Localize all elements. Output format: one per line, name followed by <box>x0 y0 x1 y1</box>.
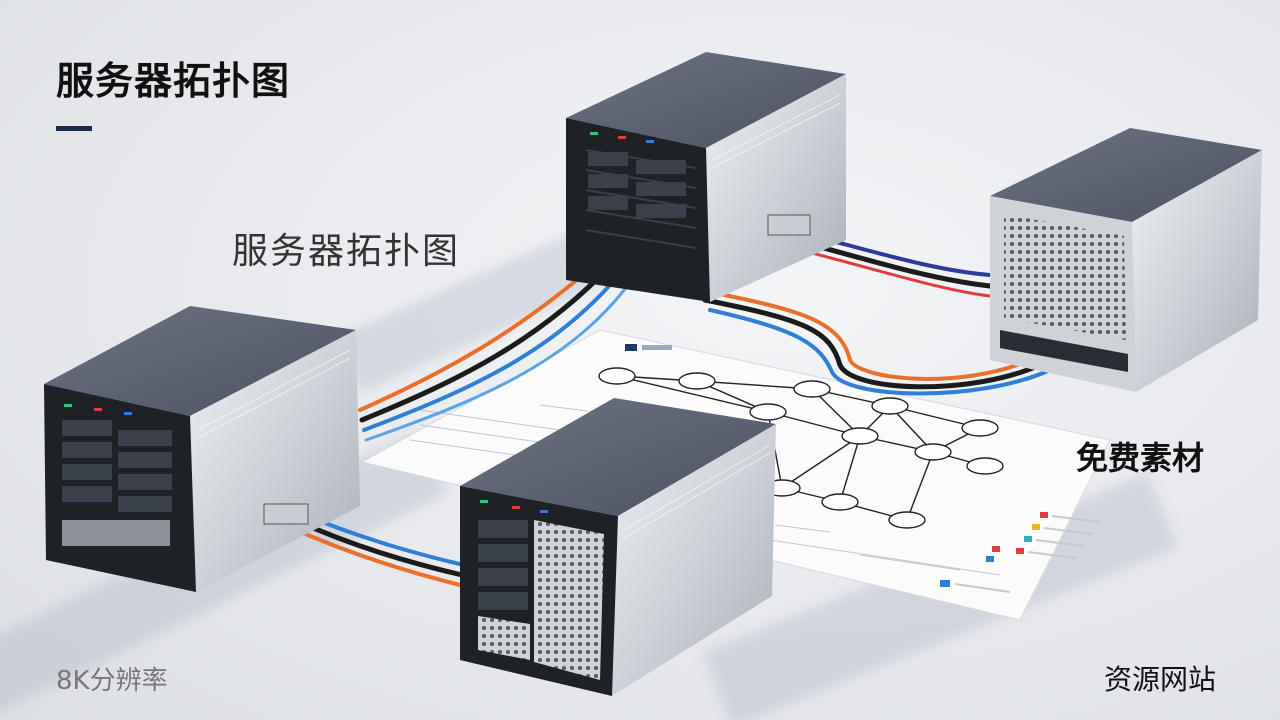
resource-site-label: 资源网站 <box>1104 663 1217 696</box>
page-title: 服务器拓扑图 <box>56 59 291 103</box>
server-right <box>990 128 1262 392</box>
free-material-label: 免费素材 <box>1076 439 1205 477</box>
server-left <box>44 306 360 592</box>
document-legend <box>940 512 1101 593</box>
title-accent-bar <box>56 126 92 131</box>
server-bottom-center <box>460 398 776 696</box>
subtitle: 服务器拓扑图 <box>232 231 461 272</box>
resolution-label: 8K分辨率 <box>56 666 168 696</box>
server-top-center <box>566 52 846 302</box>
